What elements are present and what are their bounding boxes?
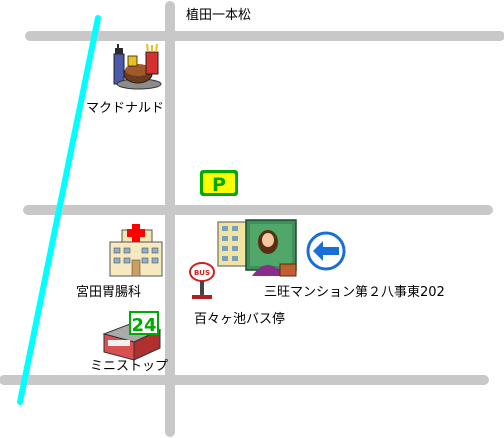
burger-set-icon — [113, 43, 162, 90]
landmark-label-clinic: 宮田胃腸科 — [76, 284, 141, 300]
landmark-label-mcdonalds: マクドナルド — [86, 101, 164, 116]
parking-sign-text: P — [212, 174, 226, 196]
bus-stop-icon: BUS — [189, 262, 215, 299]
bus-sign-text: BUS — [194, 269, 210, 277]
landmark-label-ministop: ミニストップ — [90, 359, 168, 374]
hospital-icon — [109, 224, 163, 277]
left-arrow-icon — [306, 231, 346, 271]
office-woman-icon — [217, 219, 297, 277]
railway-line — [17, 15, 101, 405]
landmark-label-destination: 三旺マンション第２八事東202 — [264, 284, 445, 300]
convenience-store-icon: 24 — [102, 311, 162, 361]
store-sign-text: 24 — [131, 315, 156, 336]
intersection-label: 植田一本松 — [186, 8, 251, 23]
parking-icon: P — [200, 170, 238, 196]
landmark-label-bus-stop: 百々ヶ池バス停 — [194, 311, 285, 327]
